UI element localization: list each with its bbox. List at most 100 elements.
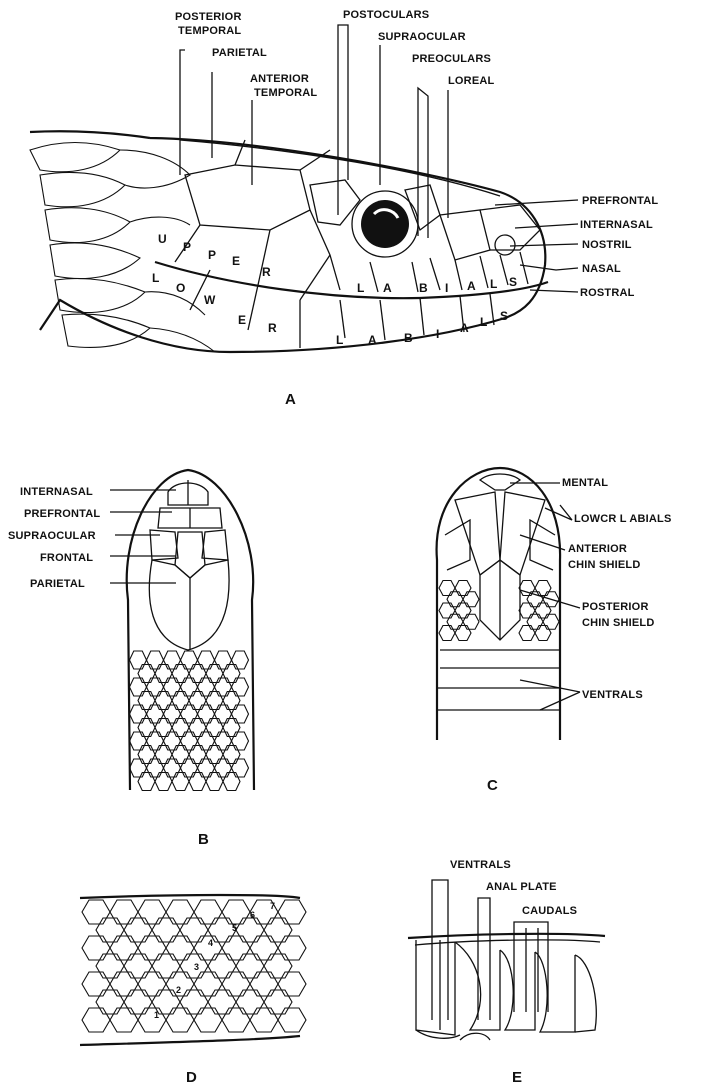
scale-cell <box>535 581 551 596</box>
scale-cell <box>278 972 306 996</box>
scale-cell <box>155 692 172 710</box>
lower-labials-letter: E <box>238 313 247 327</box>
scale-cell <box>198 759 215 777</box>
scale-cell <box>172 773 189 791</box>
scale-cell <box>222 936 250 960</box>
label-internasal-a: INTERNASAL <box>580 219 653 231</box>
label-posterior-chin-shield-2: CHIN SHIELD <box>582 617 654 629</box>
upper-labials-letter: I <box>445 281 449 295</box>
panel-b-dorsal-head: INTERNASAL PREFRONTAL SUPRAOCULAR FRONTA… <box>8 470 254 848</box>
scale-cell <box>223 665 240 683</box>
scale-cell <box>130 651 147 669</box>
scale-cell <box>110 900 138 924</box>
scale-cell <box>194 972 222 996</box>
scale-cell <box>147 678 164 696</box>
scale-cell <box>138 746 155 764</box>
lower-labials-letter: I <box>436 327 440 341</box>
scale-cell <box>138 719 155 737</box>
scale-cell <box>250 972 278 996</box>
label-anterior-chin-shield-1: ANTERIOR <box>568 543 627 555</box>
scale-cell <box>130 705 147 723</box>
scale-cell <box>164 678 181 696</box>
lower-labials-letter: S <box>500 309 509 323</box>
lower-labials-letter: W <box>204 293 216 307</box>
upper-labials-letter: P <box>208 248 217 262</box>
upper-labials-letter: S <box>509 275 518 289</box>
upper-labials-letter: L <box>490 277 498 291</box>
label-postoculars: POSTOCULARS <box>343 9 429 21</box>
label-posterior-chin-shield-1: POSTERIOR <box>582 601 649 613</box>
upper-labials-letter: E <box>232 254 241 268</box>
scale-cell <box>110 1008 138 1032</box>
scale-cell <box>96 954 124 978</box>
scale-cell <box>278 1008 306 1032</box>
scale-cell <box>194 900 222 924</box>
scale-cell <box>527 614 543 629</box>
label-anal-plate: ANAL PLATE <box>486 881 557 893</box>
label-lower-labials: LOWCR L ABIALS <box>574 513 672 525</box>
scale-cell <box>181 705 198 723</box>
label-posterior-temporal-2: TEMPORAL <box>178 25 241 37</box>
label-parietal-a: PARIETAL <box>212 47 267 59</box>
scale-cell <box>278 936 306 960</box>
label-ventrals-c: VENTRALS <box>582 689 643 701</box>
scale-cell <box>164 732 181 750</box>
scale-row-number: 1 <box>154 1010 159 1020</box>
label-rostral: ROSTRAL <box>580 287 635 299</box>
label-caudals: CAUDALS <box>522 905 577 917</box>
scale-cell <box>439 581 455 596</box>
lower-labials-letter: A <box>460 321 469 335</box>
scale-cell <box>463 592 479 607</box>
scale-cell <box>278 900 306 924</box>
scale-cell <box>264 918 292 942</box>
panel-d-dorsal-scale-rows: 1 2 3 4 5 6 7 D <box>80 895 306 1086</box>
scale-row-number: 6 <box>250 910 255 920</box>
panel-letter-b: B <box>198 831 209 848</box>
panel-letter-c: C <box>487 777 498 794</box>
scale-cell <box>189 665 206 683</box>
scale-cell <box>232 678 249 696</box>
scale-cell <box>124 954 152 978</box>
scale-cell <box>96 918 124 942</box>
lower-labials-letter: A <box>368 333 377 347</box>
scale-cell <box>455 626 471 641</box>
scale-cell <box>215 759 232 777</box>
scale-cell <box>155 773 172 791</box>
scale-cell <box>147 651 164 669</box>
scale-cell <box>166 936 194 960</box>
scale-cell <box>535 626 551 641</box>
scale-cell <box>180 918 208 942</box>
scale-cell <box>223 773 240 791</box>
scale-cell <box>206 719 223 737</box>
scale-cell <box>236 954 264 978</box>
scale-cell <box>172 665 189 683</box>
scale-cell <box>110 972 138 996</box>
scale-cell <box>222 900 250 924</box>
scale-cell <box>189 773 206 791</box>
label-parietal-b: PARIETAL <box>30 578 85 590</box>
scale-cell <box>172 719 189 737</box>
label-nostril: NOSTRIL <box>582 239 632 251</box>
upper-labials-letter: L <box>357 281 365 295</box>
label-prefrontal-b: PREFRONTAL <box>24 508 100 520</box>
label-supraocular-a: SUPRAOCULAR <box>378 31 466 43</box>
scale-cell <box>189 692 206 710</box>
scale-cell <box>124 918 152 942</box>
scale-cell <box>236 918 264 942</box>
scale-cell <box>232 705 249 723</box>
label-loreal: LOREAL <box>448 75 495 87</box>
scale-cell <box>215 651 232 669</box>
upper-labials-letter: A <box>467 279 476 293</box>
scale-cell <box>155 746 172 764</box>
scale-cell <box>166 900 194 924</box>
label-anterior-temporal-1: ANTERIOR <box>250 73 309 85</box>
label-anterior-temporal-2: TEMPORAL <box>254 87 317 99</box>
scale-cell <box>164 651 181 669</box>
lower-labials-letter: L <box>152 271 160 285</box>
label-posterior-temporal-1: POSTERIOR <box>175 11 242 23</box>
scale-cell <box>172 692 189 710</box>
scale-cell <box>82 972 110 996</box>
scale-cell <box>264 954 292 978</box>
scale-cell <box>164 705 181 723</box>
